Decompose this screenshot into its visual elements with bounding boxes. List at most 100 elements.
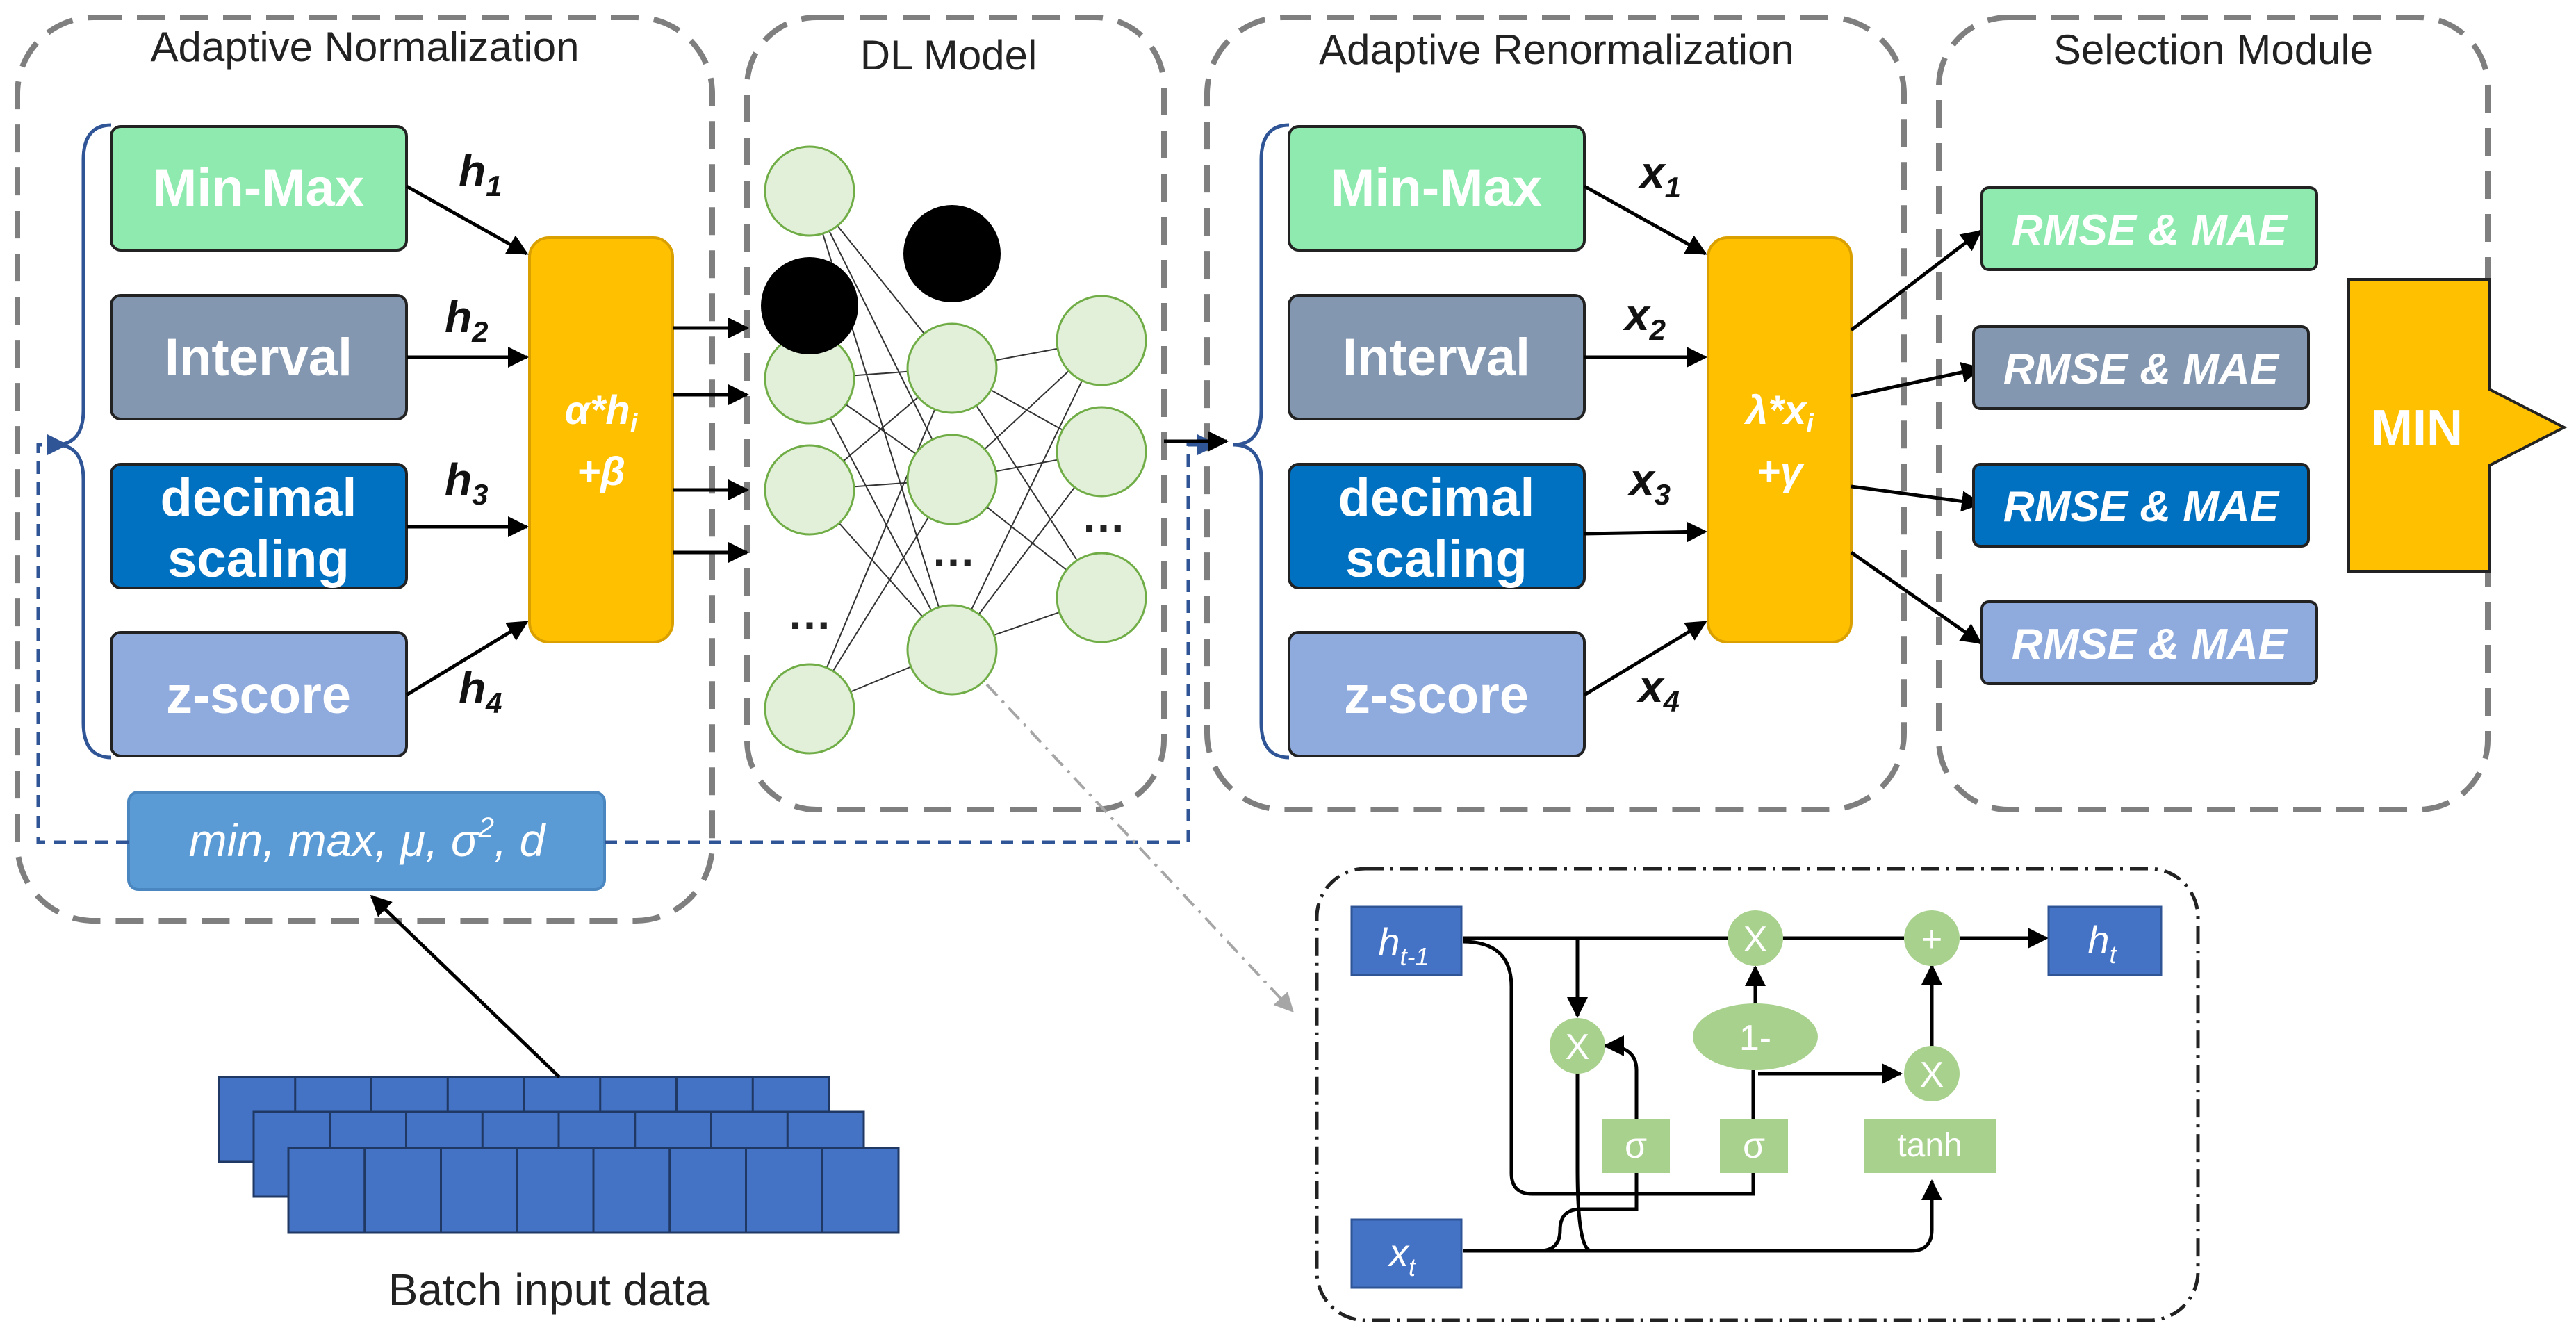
layer3-ellipsis: … bbox=[1081, 491, 1126, 541]
neuron bbox=[764, 444, 855, 536]
dropped-neuron bbox=[903, 205, 1001, 302]
gru-add-icon bbox=[1904, 910, 1960, 966]
renorm-combiner-line2: +γ bbox=[1757, 449, 1805, 494]
gru-add-label: + bbox=[1921, 919, 1942, 960]
renorm-minmax-box bbox=[1288, 125, 1586, 252]
combiner-to-metric-arrows bbox=[1850, 230, 1983, 645]
renorm-combiner-line1: λ*xi bbox=[1744, 388, 1814, 438]
norm-zscore-label: z-score bbox=[166, 666, 351, 725]
min-label: MIN bbox=[2371, 400, 2463, 456]
norm-minmax-box bbox=[110, 125, 408, 252]
norm-interval-label: Interval bbox=[165, 328, 352, 387]
weight-x2: x2 bbox=[1623, 290, 1666, 346]
gru-one-minus-label: 1- bbox=[1739, 1018, 1771, 1058]
norm-combiner-line2: +β bbox=[577, 449, 625, 494]
weight-h4: h4 bbox=[459, 663, 502, 719]
metric-box-3 bbox=[1972, 463, 2310, 548]
neuron bbox=[1056, 552, 1147, 643]
gru-mult-top-icon bbox=[1728, 910, 1783, 966]
weight-h3: h3 bbox=[445, 454, 488, 511]
gru-tanh bbox=[1864, 1119, 1996, 1173]
renorm-decimal-box bbox=[1288, 463, 1586, 589]
norm-minmax-label: Min-Max bbox=[153, 158, 364, 218]
weight-h1: h1 bbox=[459, 146, 502, 202]
neuron bbox=[764, 663, 855, 755]
norm-combiner-line1: α*hi bbox=[565, 388, 639, 438]
gru-cell-panel bbox=[1315, 867, 2200, 1322]
renorm-zscore-label: z-score bbox=[1344, 666, 1529, 725]
neuron bbox=[1056, 406, 1147, 498]
renorm-interval-label: Interval bbox=[1343, 328, 1530, 387]
h-prev-label: ht-1 bbox=[1378, 920, 1429, 971]
batch-label: Batch input data bbox=[388, 1265, 710, 1315]
renorm-decimal-label-2: scaling bbox=[1345, 530, 1527, 589]
h-prev-box bbox=[1350, 905, 1463, 976]
gru-sigma-update-label: σ bbox=[1743, 1126, 1765, 1166]
metric-label-3: RMSE & MAE bbox=[2003, 483, 2280, 531]
metric-box-2 bbox=[1972, 325, 2310, 410]
batch-input-stack bbox=[218, 1076, 900, 1234]
neuron bbox=[906, 434, 998, 525]
gru-sigma-reset bbox=[1602, 1119, 1670, 1173]
x-t-box bbox=[1350, 1218, 1463, 1289]
metric-label-2: RMSE & MAE bbox=[2003, 345, 2280, 393]
gru-mult-left-icon bbox=[1550, 1018, 1605, 1074]
norm-combiner-box bbox=[528, 236, 674, 643]
metric-label-4: RMSE & MAE bbox=[2012, 621, 2288, 668]
gru-tanh-label: tanh bbox=[1897, 1127, 1962, 1164]
weight-h2: h2 bbox=[445, 292, 488, 348]
norm-to-model-arrows bbox=[673, 318, 749, 563]
norm-methods: Min-Max Interval decimal scaling z-score bbox=[110, 125, 408, 757]
renorm-methods: Min-Max Interval decimal scaling z-score bbox=[1288, 125, 1586, 757]
renorm-arrows bbox=[1583, 184, 1707, 697]
norm-decimal-label-2: scaling bbox=[167, 530, 350, 589]
min-arrow bbox=[2347, 278, 2568, 573]
metric-boxes: RMSE & MAE RMSE & MAE RMSE & MAE RMSE & … bbox=[1972, 186, 2318, 685]
neuron bbox=[906, 604, 998, 696]
dropped-neuron bbox=[761, 257, 858, 354]
neuron bbox=[764, 145, 855, 237]
gru-one-minus bbox=[1693, 1003, 1818, 1070]
h-t-box bbox=[2047, 905, 2163, 976]
layer1-ellipsis: … bbox=[787, 589, 832, 639]
weight-x1: x1 bbox=[1638, 147, 1681, 204]
renorm-decimal-label-1: decimal bbox=[1338, 468, 1534, 527]
stats-feedback-right bbox=[605, 434, 1218, 844]
gru-mult-right-icon bbox=[1904, 1046, 1960, 1101]
network-nodes bbox=[761, 145, 1147, 755]
renormalization-brace bbox=[1233, 123, 1290, 760]
renormalization-panel bbox=[1204, 15, 1907, 812]
dl-model-title: DL Model bbox=[860, 32, 1037, 79]
weight-x3: x3 bbox=[1627, 454, 1671, 511]
gru-mult-left-label: X bbox=[1566, 1027, 1590, 1067]
gru-sigma-reset-label: σ bbox=[1625, 1126, 1647, 1166]
renorm-combiner-box bbox=[1707, 236, 1853, 643]
metric-label-1: RMSE & MAE bbox=[2012, 206, 2288, 254]
renorm-minmax-label: Min-Max bbox=[1331, 158, 1542, 218]
gru-mult-top-label: X bbox=[1744, 919, 1768, 960]
norm-decimal-label-1: decimal bbox=[160, 468, 356, 527]
neuron bbox=[1056, 295, 1147, 386]
normalization-brace bbox=[55, 123, 112, 760]
gru-wires bbox=[1462, 928, 2049, 1253]
metric-box-4 bbox=[1980, 600, 2318, 685]
neuron bbox=[906, 322, 998, 414]
gru-mult-right-label: X bbox=[1920, 1055, 1944, 1095]
metric-box-1 bbox=[1980, 186, 2318, 271]
gru-sigma-update bbox=[1720, 1119, 1788, 1173]
weight-x4: x4 bbox=[1636, 662, 1680, 718]
dl-model-panel bbox=[744, 15, 1167, 812]
renormalization-title: Adaptive Renormalization bbox=[1319, 26, 1794, 73]
norm-arrows bbox=[405, 184, 529, 697]
stats-feedback-left bbox=[36, 434, 129, 844]
x-t-label: xt bbox=[1387, 1231, 1417, 1281]
selection-title: Selection Module bbox=[2053, 26, 2373, 73]
h-t-label: ht bbox=[2087, 918, 2117, 969]
normalization-title: Adaptive Normalization bbox=[151, 24, 580, 70]
layer2-ellipsis: … bbox=[931, 526, 976, 576]
batch-to-stats-arrow bbox=[370, 894, 561, 1078]
normalization-panel bbox=[15, 15, 715, 924]
stats-label: min, max, μ, σ2, d bbox=[189, 812, 547, 866]
zoom-pointer bbox=[985, 683, 1294, 1013]
